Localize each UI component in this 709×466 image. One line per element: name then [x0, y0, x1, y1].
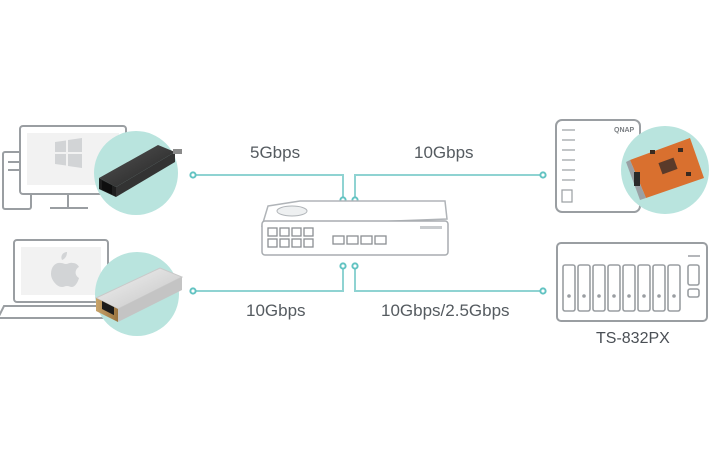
thunderbolt-sfp-adapter-icon — [94, 267, 184, 322]
link-line-mac — [193, 266, 344, 292]
switch-sfp-ports — [332, 235, 387, 245]
qnap-nas-tower-icon: QNAP — [555, 119, 641, 213]
link-lines — [193, 174, 543, 292]
nas-brand-text: QNAP — [614, 127, 635, 134]
link-line-pc — [193, 174, 344, 200]
connector-dot — [539, 287, 547, 295]
connector-dot — [339, 262, 347, 270]
connector-dot — [539, 171, 547, 179]
network-switch-icon — [260, 200, 449, 256]
link-speed-nas-top: 10Gbps — [414, 143, 474, 162]
switch-rj45-ports — [267, 227, 314, 248]
link-speed-pc: 5Gbps — [250, 143, 301, 162]
link-line-nas-top — [354, 174, 543, 200]
apple-logo-icon — [51, 252, 79, 287]
nas-8bay-icon — [556, 242, 708, 322]
usb-ethernet-adapter-icon — [99, 145, 182, 197]
link-speed-mac: 10Gbps — [246, 301, 306, 320]
windows-logo-icon — [55, 138, 82, 168]
pcie-network-card-icon — [626, 138, 704, 200]
link-line-nas-bottom — [354, 266, 543, 292]
connector-dot — [189, 287, 197, 295]
link-speed-nas-bottom: 10Gbps/2.5Gbps — [381, 301, 510, 320]
connector-dot — [189, 171, 197, 179]
connector-dot — [351, 262, 359, 270]
nas-model-label: TS-832PX — [596, 330, 670, 347]
